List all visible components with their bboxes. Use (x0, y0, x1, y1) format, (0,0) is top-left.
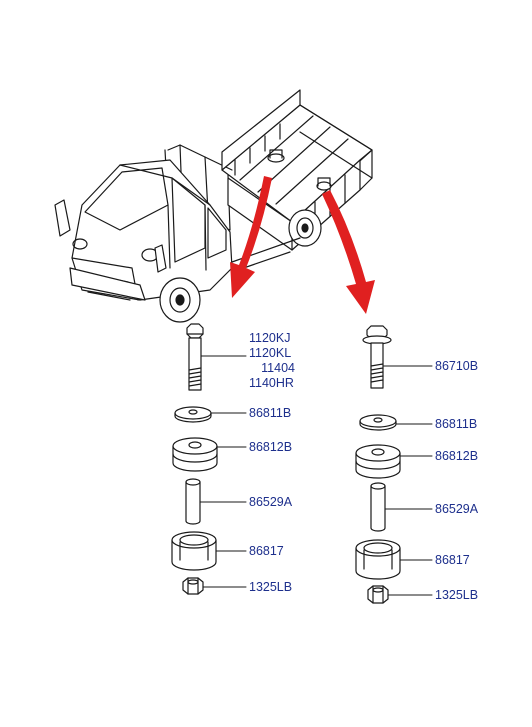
left-upper-bushing[interactable] (172, 437, 218, 472)
right-upper-bushing[interactable] (355, 444, 401, 479)
part-label-left-bolt-1[interactable]: 1120KJ (249, 331, 291, 345)
part-label-right-bolt[interactable]: 86710B (435, 359, 479, 373)
arrow-to-left-assembly (230, 176, 272, 298)
part-label-right-sleeve[interactable]: 86529A (435, 502, 479, 516)
left-bolt[interactable] (186, 323, 204, 391)
leader-lines (199, 355, 433, 596)
right-lower-bushing[interactable] (355, 539, 401, 580)
truck-illustration (54, 89, 373, 323)
part-label-right-upper-bushing[interactable]: 86812B (435, 449, 479, 463)
right-washer[interactable] (359, 414, 397, 431)
left-nut[interactable] (182, 577, 204, 595)
part-label-left-sleeve[interactable]: 86529A (249, 495, 293, 509)
left-lower-bushing[interactable] (171, 531, 217, 571)
left-washer[interactable] (174, 406, 212, 423)
part-label-left-bolt-3[interactable]: 11404 (261, 361, 295, 375)
part-label-left-bolt-2[interactable]: 1120KL (249, 346, 292, 360)
part-label-left-lower-bushing[interactable]: 86817 (249, 544, 284, 558)
left-sleeve[interactable] (185, 478, 201, 525)
part-label-right-washer[interactable]: 86811B (435, 417, 478, 431)
right-bolt[interactable] (362, 325, 392, 389)
part-label-right-nut[interactable]: 1325LB (435, 588, 479, 602)
arrow-to-right-assembly (322, 190, 375, 314)
part-label-left-upper-bushing[interactable]: 86812B (249, 440, 293, 454)
part-label-right-lower-bushing[interactable]: 86817 (435, 553, 470, 567)
right-sleeve[interactable] (370, 482, 386, 532)
part-label-left-bolt-4[interactable]: 1140HR (249, 376, 294, 390)
part-label-left-nut[interactable]: 1325LB (249, 580, 293, 594)
part-label-left-washer[interactable]: 86811B (249, 406, 292, 420)
right-nut[interactable] (367, 585, 389, 604)
